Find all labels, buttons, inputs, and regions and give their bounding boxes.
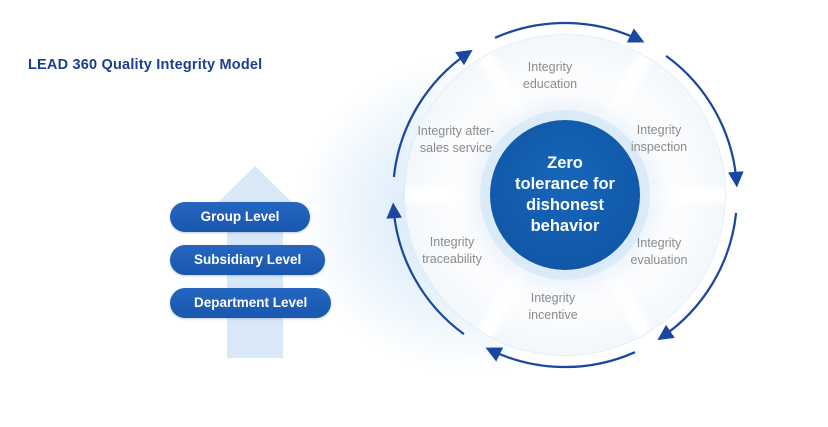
segment-label-education: Integrity education <box>522 60 578 91</box>
pill-subsidiary-level: Subsidiary Level <box>170 245 326 275</box>
center-line: tolerance for <box>515 174 615 193</box>
segment-label-evaluation: Integrity evaluation <box>630 236 688 267</box>
arc-arrow <box>392 49 473 178</box>
wheel-center-circle: Zero tolerance for dishonest behavior <box>490 120 640 270</box>
center-line: behavior <box>530 217 600 236</box>
pill-department-level: Department Level <box>170 288 332 318</box>
level-pills: Group Level Subsidiary Level Department … <box>170 202 332 318</box>
arc-arrow <box>665 54 744 188</box>
rotation-arrows <box>386 21 744 369</box>
arc-arrow <box>485 347 636 369</box>
center-line: Zero <box>547 153 583 172</box>
segment-label-inspection: Integrity inspection <box>630 123 688 154</box>
center-message: Zero tolerance for dishonest behavior <box>515 153 615 237</box>
arc-arrow <box>386 202 465 336</box>
segment-label-incentive: Integrity incentive <box>528 291 578 322</box>
arc-arrow <box>494 21 645 43</box>
segment-label-traceability: Integrity traceability <box>422 235 482 266</box>
arc-arrow <box>657 212 738 341</box>
segment-label-after-sales: Integrity after-sales service <box>417 124 495 155</box>
integrity-wheel: Zero tolerance for dishonest behavior <box>405 35 725 355</box>
center-line: dishonest <box>526 196 604 214</box>
pill-group-level: Group Level <box>170 202 310 232</box>
page-title: LEAD 360 Quality Integrity Model <box>28 57 263 73</box>
